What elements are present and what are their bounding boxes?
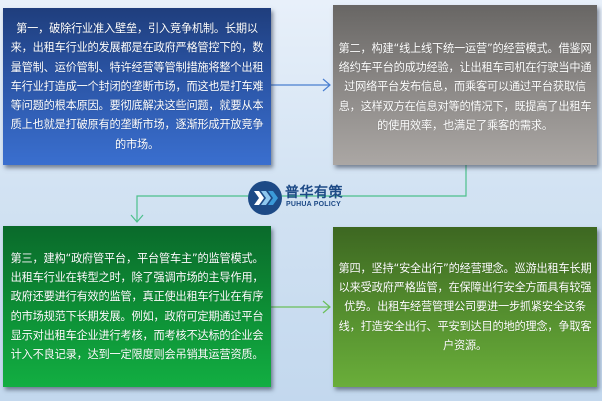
connector-step1-step2 [271, 78, 331, 92]
step3-box: 第三，建构“政府管平台，平台管车主”的监管模式。出租车行业在转型之时，除了强调市… [3, 226, 271, 387]
connector-step2-step3 [130, 165, 467, 223]
logo-name-en: PUHUA POLICY [286, 201, 342, 208]
connector-step3-step4 [271, 300, 331, 314]
step4-box: 第四，坚持“安全出行”的经营理念。巡游出租车长期以来受政府严格监管，在保障出行安… [333, 227, 597, 387]
logo-name-cn: 普华有策 [285, 185, 343, 201]
step1-text: 第一，破除行业准入壁垒，引入竞争机制。长期以来，出租车行业的发展都是在政府严格管… [10, 22, 264, 151]
puhua-policy-logo: 普华有策 PUHUA POLICY [248, 180, 348, 216]
step3-text: 第三，建构“政府管平台，平台管车主”的监管模式。出租车行业在转型之时，除了强调市… [10, 251, 264, 361]
chevron-arrows-icon [248, 181, 282, 215]
step4-text: 第四，坚持“安全出行”的经营理念。巡游出租车长期以来受政府严格监管，在保障出行安… [338, 261, 592, 352]
step2-box: 第二，构建“线上线下统一运营”的经营模式。借鉴网络约车平台的成功经验，让出租车司… [333, 5, 597, 165]
step2-text: 第二，构建“线上线下统一运营”的经营模式。借鉴网络约车平台的成功经验，让出租车司… [338, 41, 592, 132]
step1-box: 第一，破除行业准入壁垒，引入竞争机制。长期以来，出租车行业的发展都是在政府严格管… [3, 8, 271, 165]
